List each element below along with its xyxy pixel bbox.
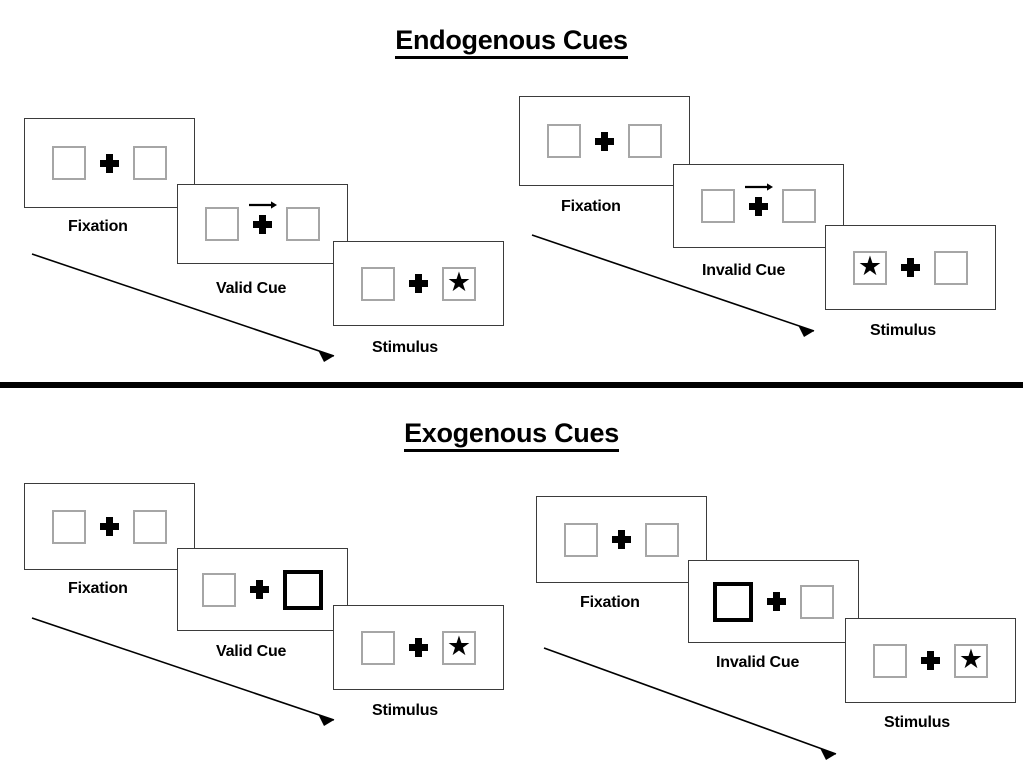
fixation-cross-icon bbox=[100, 153, 119, 173]
caption-exogenous-invalid-fixation: Fixation bbox=[580, 594, 640, 611]
frame-content bbox=[547, 124, 662, 158]
left-box bbox=[361, 630, 395, 665]
exogenous-title-text: Exogenous Cues bbox=[404, 418, 619, 452]
frame-content bbox=[205, 200, 320, 241]
panel-endogenous-invalid-fixation[interactable] bbox=[519, 96, 690, 186]
frame-content bbox=[202, 569, 323, 610]
left-box bbox=[873, 643, 907, 678]
right-box bbox=[628, 124, 662, 158]
panel-endogenous-valid-fixation[interactable] bbox=[24, 118, 195, 208]
panel-exogenous-valid-stimulus[interactable]: ★ bbox=[333, 605, 504, 690]
right-box-cued bbox=[283, 569, 323, 610]
caption-endogenous-valid-stimulus: Stimulus bbox=[372, 339, 438, 356]
panel-endogenous-valid-stimulus[interactable]: ★ bbox=[333, 241, 504, 326]
left-box-cued bbox=[713, 581, 753, 622]
panel-exogenous-invalid-fixation[interactable] bbox=[536, 496, 707, 583]
left-box: ★ bbox=[853, 250, 887, 285]
cue-arrow-right-icon bbox=[248, 200, 277, 209]
caption-exogenous-valid-cue: Valid Cue bbox=[216, 643, 287, 660]
caption-endogenous-invalid-cue: Invalid Cue bbox=[702, 262, 786, 279]
left-box bbox=[52, 146, 86, 180]
right-box: ★ bbox=[442, 266, 476, 301]
star-icon: ★ bbox=[446, 267, 472, 297]
endogenous-section-title: Endogenous Cues bbox=[0, 25, 1023, 59]
right-box bbox=[133, 146, 167, 180]
right-box bbox=[800, 584, 834, 619]
left-box bbox=[547, 124, 581, 158]
fixation-cross-icon bbox=[250, 580, 269, 599]
panel-exogenous-invalid-stimulus[interactable]: ★ bbox=[845, 618, 1016, 703]
frame-content bbox=[701, 182, 816, 223]
fixation-cross-icon bbox=[901, 258, 920, 277]
frame-content: ★ bbox=[361, 266, 476, 301]
left-box bbox=[202, 572, 236, 607]
fixation-cross-icon bbox=[248, 200, 277, 234]
left-box bbox=[564, 522, 598, 557]
panel-exogenous-valid-cue[interactable] bbox=[177, 548, 348, 631]
star-icon: ★ bbox=[958, 644, 984, 674]
frame-content bbox=[52, 509, 167, 544]
frame-content: ★ bbox=[361, 630, 476, 665]
star-icon: ★ bbox=[857, 251, 883, 281]
caption-endogenous-valid-fixation: Fixation bbox=[68, 218, 128, 235]
caption-exogenous-invalid-stimulus: Stimulus bbox=[884, 714, 950, 731]
right-box bbox=[782, 189, 816, 223]
time-arrow-endogenous-valid bbox=[31, 253, 335, 362]
panel-exogenous-valid-fixation[interactable] bbox=[24, 483, 195, 570]
section-divider bbox=[0, 382, 1023, 388]
right-box: ★ bbox=[442, 630, 476, 665]
fixation-cross-icon bbox=[744, 182, 773, 216]
frame-content bbox=[52, 146, 167, 180]
caption-exogenous-valid-fixation: Fixation bbox=[68, 580, 128, 597]
endogenous-title-text: Endogenous Cues bbox=[395, 25, 628, 59]
panel-endogenous-invalid-stimulus[interactable]: ★ bbox=[825, 225, 996, 310]
right-box bbox=[645, 522, 679, 557]
left-box bbox=[205, 207, 239, 241]
frame-content: ★ bbox=[853, 250, 968, 285]
frame-content: ★ bbox=[873, 643, 988, 678]
frame-content bbox=[564, 522, 679, 557]
caption-endogenous-invalid-fixation: Fixation bbox=[561, 198, 621, 215]
fixation-cross-icon bbox=[595, 131, 614, 151]
fixation-cross-icon bbox=[767, 592, 786, 611]
caption-exogenous-invalid-cue: Invalid Cue bbox=[716, 654, 800, 671]
left-box bbox=[701, 189, 735, 223]
exogenous-section-title: Exogenous Cues bbox=[0, 418, 1023, 452]
cue-arrow-right-icon bbox=[744, 182, 773, 191]
fixation-cross-icon bbox=[409, 274, 428, 293]
fixation-cross-icon bbox=[409, 638, 428, 657]
panel-endogenous-valid-cue[interactable] bbox=[177, 184, 348, 264]
right-box bbox=[133, 509, 167, 544]
right-box: ★ bbox=[954, 643, 988, 678]
caption-exogenous-valid-stimulus: Stimulus bbox=[372, 702, 438, 719]
panel-exogenous-invalid-cue[interactable] bbox=[688, 560, 859, 643]
left-box bbox=[52, 509, 86, 544]
fixation-cross-icon bbox=[612, 530, 631, 549]
caption-endogenous-invalid-stimulus: Stimulus bbox=[870, 322, 936, 339]
star-icon: ★ bbox=[446, 631, 472, 661]
caption-endogenous-valid-cue: Valid Cue bbox=[216, 280, 287, 297]
frame-content bbox=[713, 581, 834, 622]
right-box bbox=[286, 207, 320, 241]
right-box bbox=[934, 250, 968, 285]
left-box bbox=[361, 266, 395, 301]
fixation-cross-icon bbox=[921, 651, 940, 670]
panel-endogenous-invalid-cue[interactable] bbox=[673, 164, 844, 248]
time-arrow-exogenous-invalid bbox=[543, 647, 837, 760]
fixation-cross-icon bbox=[100, 517, 119, 536]
